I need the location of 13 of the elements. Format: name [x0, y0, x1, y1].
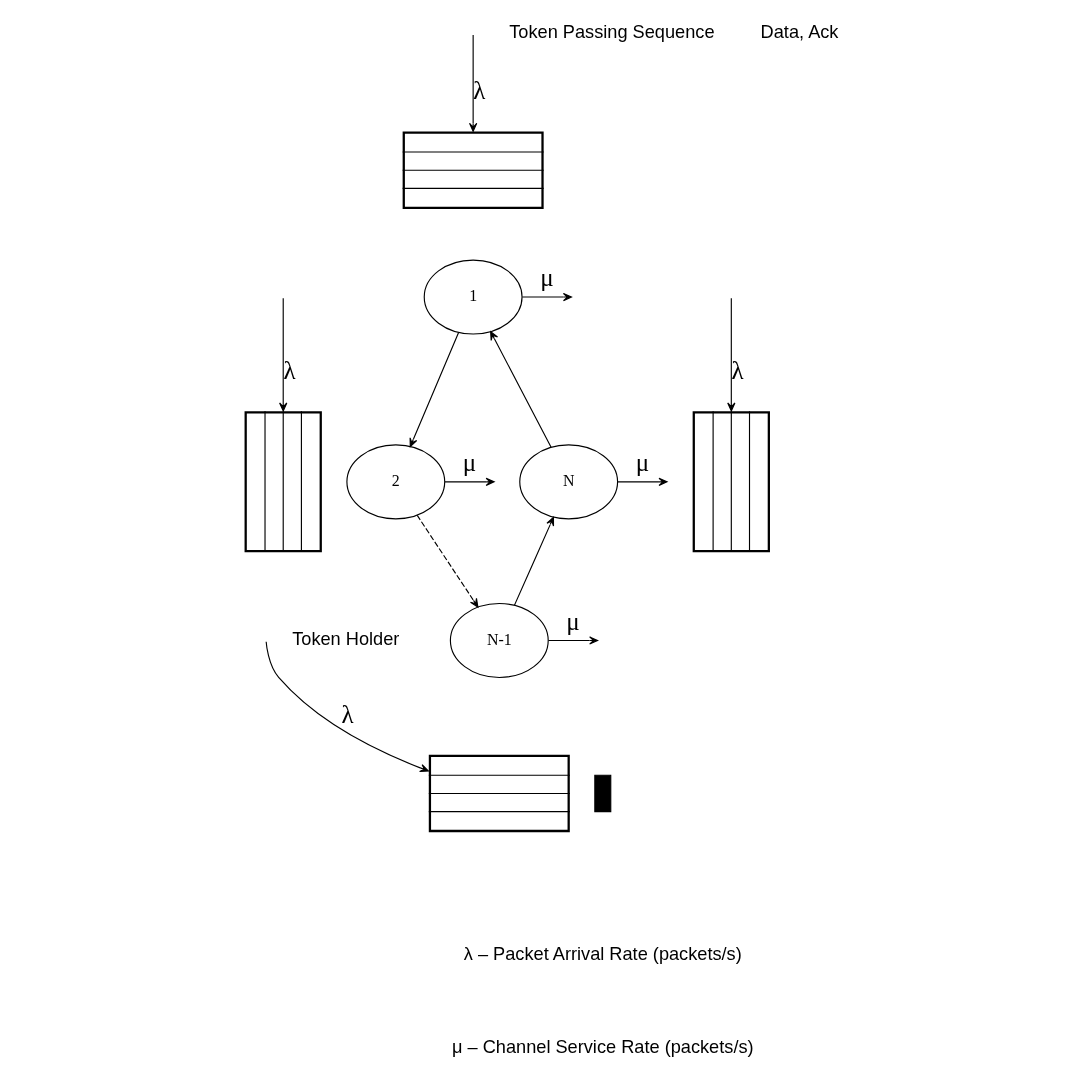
label: Data, Ack — [760, 22, 838, 43]
edge-label: λ — [340, 700, 354, 728]
node-label: Token Holder — [291, 628, 399, 649]
edge-label: μ — [539, 264, 554, 292]
label: Token Passing Sequence — [508, 22, 715, 43]
edge-label: μ — [635, 449, 649, 477]
edge-label: λ — [730, 357, 744, 385]
edge-label: λ — [282, 357, 296, 385]
edge-label: μ — [462, 449, 476, 477]
edge-label: μ — [565, 607, 580, 635]
edge-label: λ — [472, 77, 485, 105]
legend-label: λ – Packet Arrival Rate (packets/s) — [463, 944, 742, 965]
legend-label: μ – Channel Service Rate (packets/s) — [451, 1036, 754, 1057]
